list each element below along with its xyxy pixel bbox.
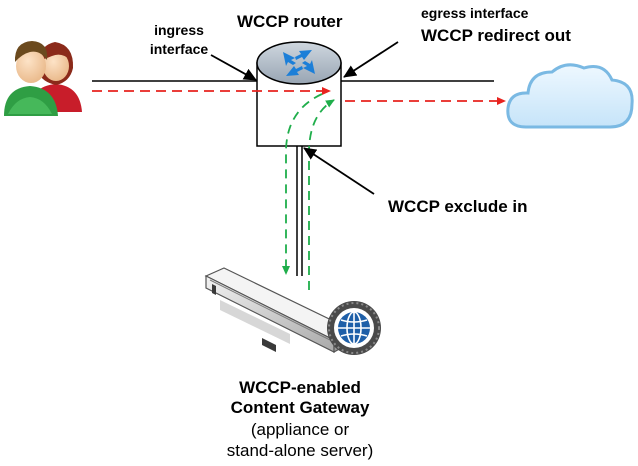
gateway-label-line4: stand-alone server) xyxy=(226,441,374,460)
gateway-label-line2: Content Gateway xyxy=(230,398,370,417)
ingress-label-line1: ingress xyxy=(154,22,204,38)
egress-label-line1: egress interface xyxy=(421,5,529,21)
users-icon xyxy=(4,41,82,116)
ingress-label-line2: interface xyxy=(149,41,209,57)
exclude-label: WCCP exclude in xyxy=(388,197,528,216)
gateway-label-line1: WCCP-enabled xyxy=(239,378,361,397)
pointer-arrows xyxy=(210,41,399,195)
redirect-path xyxy=(92,87,506,105)
globe-icon xyxy=(327,301,381,355)
router-title: WCCP router xyxy=(237,12,343,31)
network-lines xyxy=(92,80,494,276)
gateway-label-line3: (appliance or xyxy=(250,420,350,439)
egress-label-line2: WCCP redirect out xyxy=(421,26,571,45)
appliance-icon xyxy=(204,267,354,354)
egress-pointer xyxy=(343,41,399,78)
exclude-pointer xyxy=(303,147,375,195)
ingress-pointer xyxy=(210,54,257,81)
router-icon xyxy=(256,41,342,147)
wccp-arrow-down xyxy=(282,93,323,275)
cloud-icon xyxy=(506,63,634,129)
